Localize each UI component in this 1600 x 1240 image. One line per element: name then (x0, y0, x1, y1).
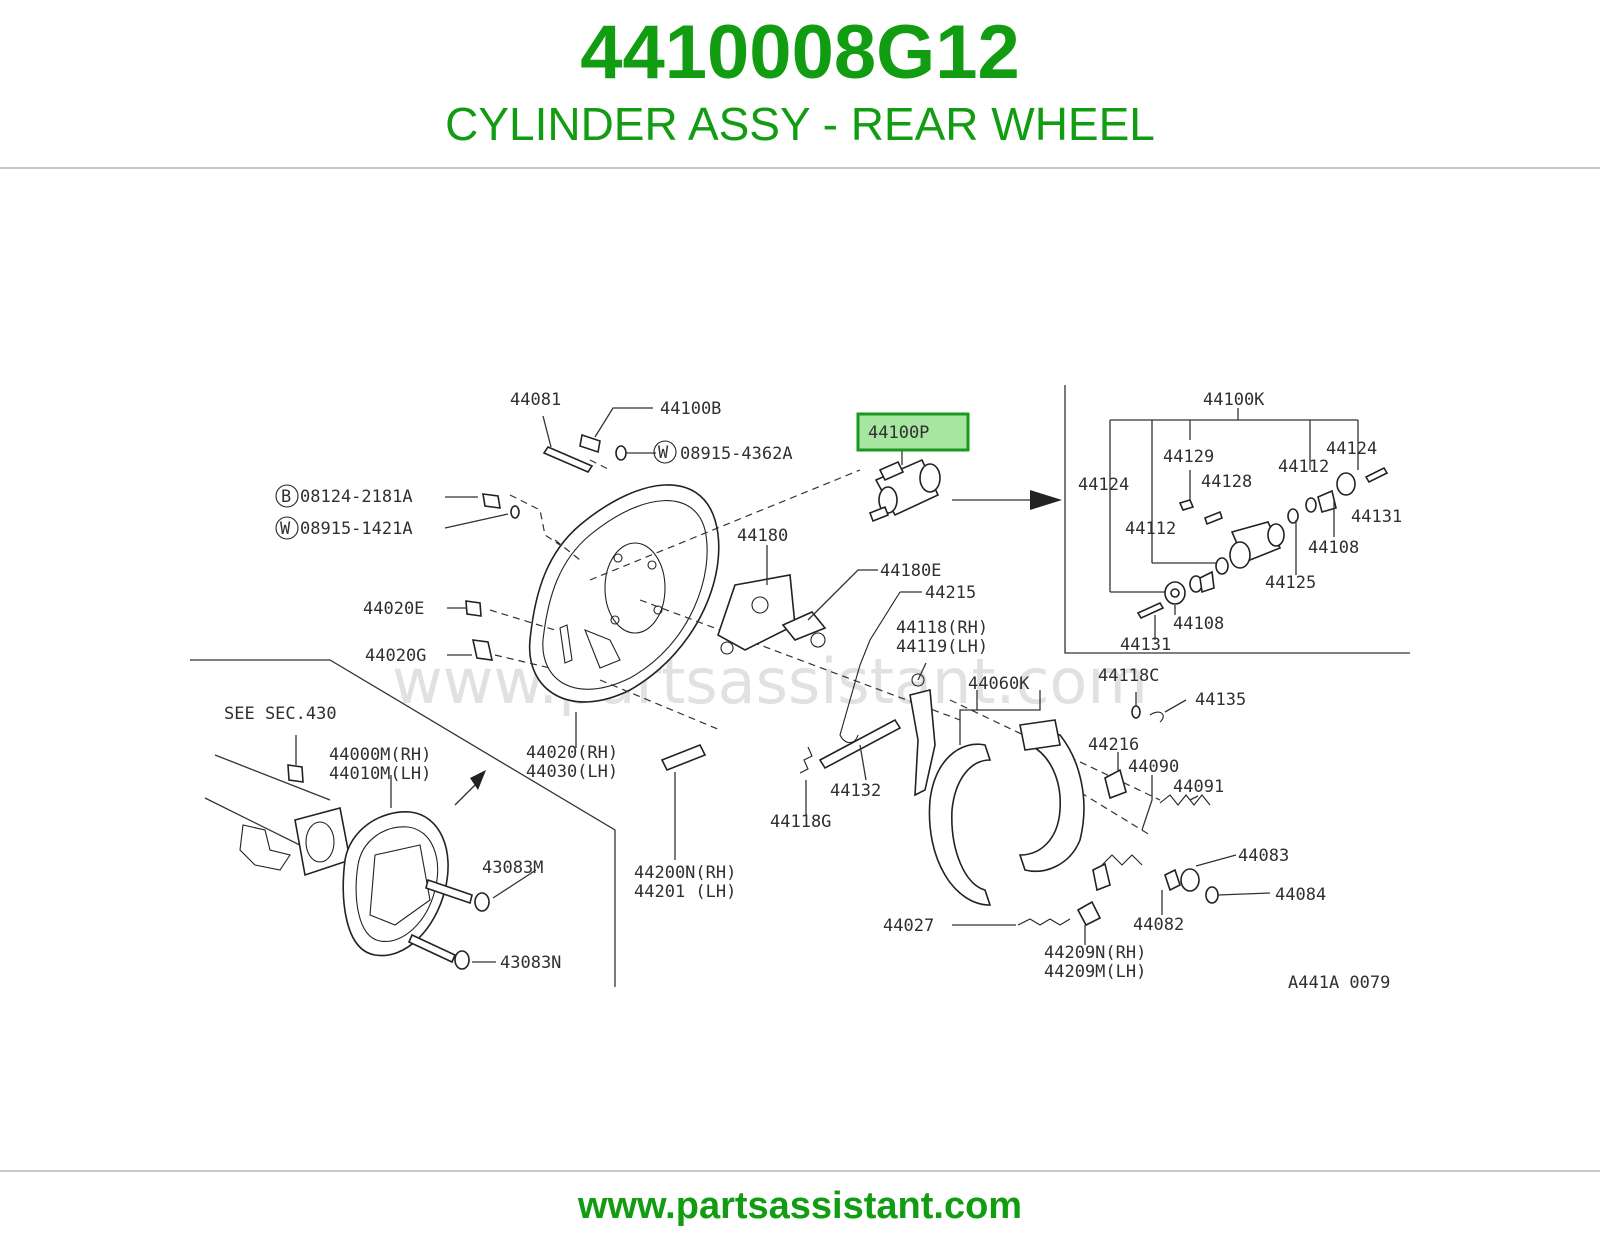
label-44135[interactable]: 44135 (1195, 690, 1246, 710)
part-name-subtitle: CYLINDER ASSY - REAR WHEEL (445, 98, 1155, 150)
label-44090[interactable]: 44090 (1128, 757, 1179, 777)
label-44118g[interactable]: 44118G (770, 812, 831, 832)
label-44112-left[interactable]: 44112 (1125, 519, 1176, 539)
label-44201-lh[interactable]: 44201 (LH) (634, 882, 736, 902)
label-44118c[interactable]: 44118C (1098, 666, 1159, 686)
label-44124-left[interactable]: 44124 (1078, 475, 1129, 495)
label-44000m-rh[interactable]: 44000M(RH) (329, 745, 431, 765)
figure-code: A441A 0079 (1288, 973, 1390, 993)
axle-hub-inset (190, 659, 616, 987)
label-43083n[interactable]: 43083N (500, 953, 561, 973)
label-44027[interactable]: 44027 (883, 916, 934, 936)
backing-plate (528, 484, 720, 703)
footer-website-link[interactable]: www.partsassistant.com (577, 1185, 1023, 1227)
label-44118-rh[interactable]: 44118(RH) (896, 618, 988, 638)
part-labels: 44081 44100B 08915-4362A 44100P 08124-21… (224, 390, 1402, 993)
label-44010m-lh[interactable]: 44010M(LH) (329, 764, 431, 784)
label-44131-bottom[interactable]: 44131 (1120, 635, 1171, 655)
label-44100p[interactable]: 44100P (868, 423, 929, 443)
label-44020g[interactable]: 44020G (365, 646, 426, 666)
selected-part-highlight[interactable] (856, 412, 970, 452)
label-44180[interactable]: 44180 (737, 526, 788, 546)
wheel-cylinder-44100p (868, 444, 941, 523)
label-08915-4362a[interactable]: 08915-4362A (680, 444, 793, 464)
label-44200n-rh[interactable]: 44200N(RH) (634, 863, 736, 883)
part-number-title: 4410008G12 (580, 10, 1020, 95)
label-44209m-lh[interactable]: 44209M(LH) (1044, 962, 1146, 982)
label-44112-top[interactable]: 44112 (1278, 457, 1329, 477)
label-44131-right[interactable]: 44131 (1351, 507, 1402, 527)
cylinder-detail-inset (1064, 385, 1410, 654)
label-44119-lh[interactable]: 44119(LH) (896, 637, 988, 657)
label-44084[interactable]: 44084 (1275, 885, 1326, 905)
label-44020e[interactable]: 44020E (363, 599, 424, 619)
label-44124-right[interactable]: 44124 (1326, 439, 1377, 459)
label-44108-right[interactable]: 44108 (1308, 538, 1359, 558)
label-44020-rh[interactable]: 44020(RH) (526, 743, 618, 763)
label-44209n-rh[interactable]: 44209N(RH) (1044, 943, 1146, 963)
label-44083[interactable]: 44083 (1238, 846, 1289, 866)
watermark: www.partsassistant.com (392, 645, 1148, 718)
label-43083m[interactable]: 43083M (482, 858, 543, 878)
top-divider (0, 167, 1600, 169)
label-44030-lh[interactable]: 44030(LH) (526, 762, 618, 782)
bottom-divider (0, 1170, 1600, 1172)
hardware-parts (465, 433, 1219, 927)
label-44132[interactable]: 44132 (830, 781, 881, 801)
label-44180e[interactable]: 44180E (880, 561, 941, 581)
label-44216[interactable]: 44216 (1088, 735, 1139, 755)
spec-markers: W B W (275, 440, 677, 540)
label-44060k[interactable]: 44060K (968, 674, 1030, 694)
label-see-sec-430[interactable]: SEE SEC.430 (224, 704, 337, 724)
label-44081[interactable]: 44081 (510, 390, 561, 410)
label-44082[interactable]: 44082 (1133, 915, 1184, 935)
label-44100b[interactable]: 44100B (660, 399, 721, 419)
marker-w-1: W (658, 443, 669, 463)
label-44100k[interactable]: 44100K (1203, 390, 1265, 410)
label-44129[interactable]: 44129 (1163, 447, 1214, 467)
marker-w-2: W (280, 519, 291, 539)
label-44125[interactable]: 44125 (1265, 573, 1316, 593)
leader-lines (444, 407, 1271, 945)
parts-diagram: www.partsassistant.com (190, 385, 1410, 993)
label-44091[interactable]: 44091 (1173, 777, 1224, 797)
label-44215[interactable]: 44215 (925, 583, 976, 603)
label-44128[interactable]: 44128 (1201, 472, 1252, 492)
detail-arrow-head (1030, 490, 1062, 510)
label-08915-1421a[interactable]: 08915-1421A (300, 519, 413, 539)
label-08124-2181a[interactable]: 08124-2181A (300, 487, 413, 507)
label-44108-bottom[interactable]: 44108 (1173, 614, 1224, 634)
marker-b: B (281, 487, 291, 507)
